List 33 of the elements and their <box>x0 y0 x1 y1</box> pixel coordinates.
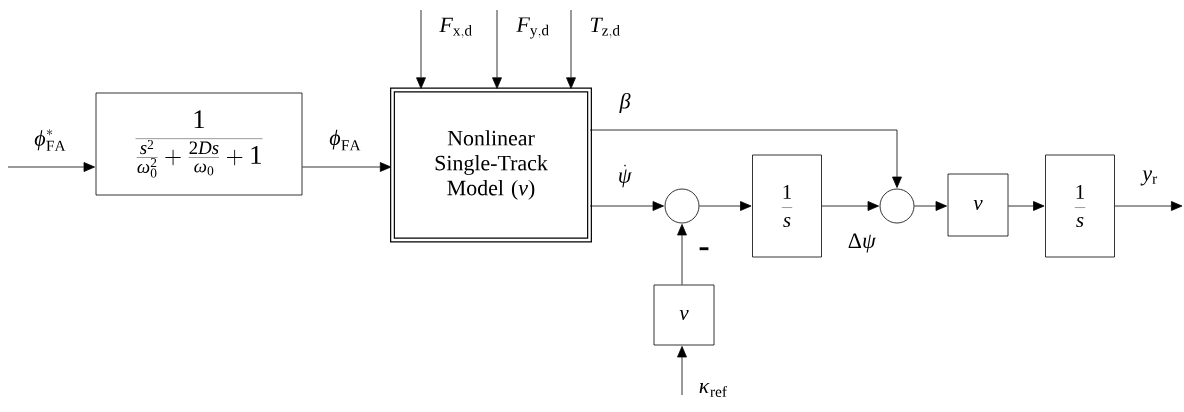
integrator-box: $\frac{1}{s}$ <box>1045 154 1115 258</box>
arrow <box>302 162 392 172</box>
arrow <box>699 201 752 211</box>
integrator-box: $\frac{1}{s}$ <box>752 154 822 258</box>
signal-label: - <box>699 247 709 251</box>
arrow <box>677 346 687 396</box>
signal-label: $T_{\mathrm{z,d}}$ <box>590 17 620 39</box>
gain-box: $v$ <box>653 284 715 346</box>
arrow <box>1008 201 1045 211</box>
signal-label: $y_{\mathrm{r}}$ <box>1140 170 1158 186</box>
signal-label: $F_{\mathrm{y,d}}$ <box>516 17 549 39</box>
signal-label: $F_{\mathrm{x,d}}$ <box>439 17 472 39</box>
summing-junction <box>664 188 700 224</box>
arrow <box>914 201 947 211</box>
signal-label: $\kappa_{\mathrm{ref}}$ <box>699 383 727 397</box>
arrow <box>589 201 664 211</box>
signal-label: $\dot{\psi}$ <box>619 164 632 188</box>
gain-box: $v$ <box>947 173 1009 237</box>
arrow <box>821 201 879 211</box>
signal-label: $\Delta\psi$ <box>848 233 876 253</box>
signal-label: $\varphi_{\mathrm{FA}}^{*}$ <box>34 129 66 151</box>
model-box: Nonlinear Single-Track Model (v) <box>390 87 592 243</box>
arrow <box>677 224 687 285</box>
signal-label: $\beta$ <box>619 92 631 114</box>
arrow <box>7 162 95 172</box>
arrow <box>566 9 576 89</box>
summing-junction <box>879 188 915 224</box>
arrow <box>416 9 426 89</box>
arrow <box>589 129 902 188</box>
arrow <box>492 9 502 89</box>
transfer-function-box: $\frac{1}{\frac{s^{2}}{\omega_{0}^{2}}+\frac{2Ds}{\omega_{0}}+1}$ <box>95 92 303 196</box>
arrow <box>1114 201 1183 211</box>
signal-label: $\varphi_{\mathrm{FA}}$ <box>329 129 361 151</box>
